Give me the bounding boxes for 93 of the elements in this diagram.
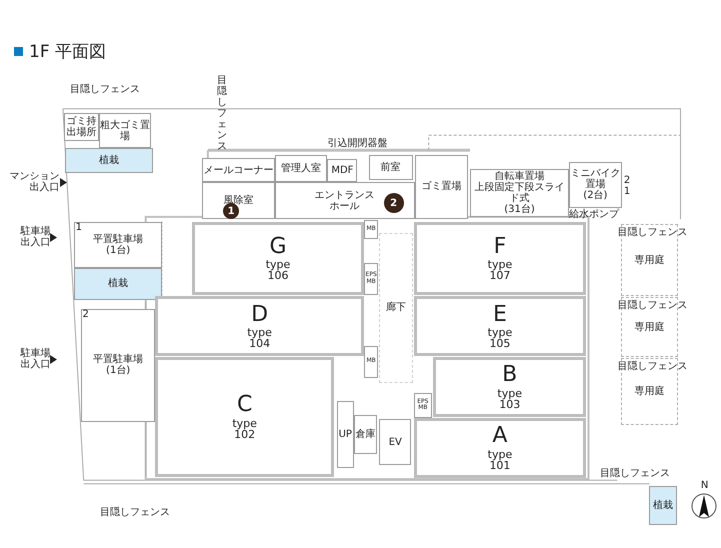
room-label: 上段固定下段スライド式 [473, 182, 566, 204]
room-box [74, 222, 162, 268]
room-label: メールコーナー [203, 164, 274, 176]
plan-label: 1 [76, 222, 83, 232]
shaft-box [364, 262, 378, 296]
plan-label: マンション出入口 [8, 170, 60, 193]
room-label: エントランスホール [314, 190, 376, 212]
unit-type: type 105 [486, 326, 514, 350]
unit-letter: A [492, 424, 508, 449]
plan-label: 目隠しフェンス [600, 468, 671, 479]
room-box [202, 158, 275, 182]
plan-label: 目隠しフェンス [100, 506, 171, 518]
apartment-unit [192, 222, 364, 296]
plan-label: 駐車場出入口 [19, 348, 50, 370]
apartment-unit [414, 222, 586, 296]
planting-area [65, 148, 153, 174]
room-box [327, 159, 358, 182]
room-box [274, 182, 415, 220]
space-number: 2 [624, 174, 630, 186]
page-title: 1F 平面図 [29, 41, 106, 63]
unit-letter: E [492, 302, 507, 327]
shaft-box [414, 392, 432, 418]
room-box [414, 154, 468, 220]
room-label: (2台) [583, 190, 608, 202]
unit-type: type 103 [496, 388, 523, 411]
room-label: 平置駐車場 [93, 354, 144, 366]
plan-label: 目隠しフェンス [617, 227, 688, 238]
room-label: (1台) [106, 365, 130, 376]
room-label: (1台) [106, 244, 130, 256]
unit-type: type 101 [486, 448, 514, 472]
unit-letter: C [236, 393, 252, 418]
private-garden [620, 224, 678, 296]
unit-type: type 102 [231, 418, 258, 441]
planting-area [74, 268, 162, 300]
room-label: 専用庭 [634, 254, 664, 266]
number-badge: 1 [223, 203, 240, 220]
room-box [81, 308, 155, 422]
room-box [354, 414, 377, 454]
plan-label: 目隠しフェンス [217, 75, 228, 152]
plan-label: 駐車場出入口 [19, 226, 50, 248]
room-box [202, 182, 275, 220]
room-label: ゴミ置場 [421, 181, 462, 192]
room-label: 平置駐車場 [93, 234, 144, 244]
room-label: MDF [331, 165, 354, 176]
room-label: 管理人室 [280, 163, 321, 174]
room-label: 植栽 [98, 155, 119, 166]
unit-letter: B [502, 363, 518, 388]
apartment-unit [154, 357, 334, 477]
plan-label: 給水ポンプ [568, 208, 620, 220]
room-label: (31台) [504, 204, 535, 215]
plan-label: 目隠しフェンス [617, 360, 688, 372]
corridor-area [379, 233, 413, 382]
room-label: ゴミ持出場所 [65, 116, 98, 138]
unit-letter: F [494, 234, 506, 259]
room-label: 粗大ゴミ置場 [100, 120, 150, 142]
unit-type: type 107 [486, 258, 514, 282]
room-label: 前室 [380, 162, 401, 173]
apartment-unit [414, 296, 586, 356]
private-garden [620, 297, 678, 358]
apartment-unit [414, 418, 586, 478]
unit-letter: G [269, 234, 287, 259]
unit-type: type 106 [264, 258, 292, 282]
room-box [379, 419, 412, 466]
room-label: ミニバイク置場 [570, 168, 621, 190]
apartment-unit [433, 357, 586, 417]
room-box [274, 154, 328, 182]
shaft-box [364, 346, 378, 378]
room-label: UP [338, 428, 352, 440]
plan-label: 2 [82, 308, 90, 320]
shaft-box [364, 220, 378, 239]
room-box [470, 168, 569, 217]
room-label: 廊下 [386, 302, 406, 314]
room-label: 専用庭 [634, 322, 664, 333]
plan-label: 引込開閉器盤 [327, 138, 388, 149]
room-label: EV [388, 436, 402, 448]
room-label: 専用庭 [634, 386, 664, 398]
plan-label: 目隠しフェンス [617, 300, 688, 311]
room-box [368, 154, 413, 180]
north-label: N [700, 480, 710, 492]
apartment-unit [154, 296, 364, 356]
number-badge: 2 [384, 193, 404, 214]
planting-area [649, 486, 678, 526]
room-label: 植栽 [653, 500, 674, 512]
room-label: 自転車置場 [494, 170, 544, 182]
plan-label: 目隠しフェンス [70, 84, 141, 94]
unit-letter: D [251, 302, 268, 327]
room-label: 倉庫 [355, 428, 376, 440]
room-box [98, 113, 152, 148]
private-garden [620, 358, 678, 426]
room-box [336, 400, 354, 468]
room-label: 植栽 [108, 278, 128, 290]
space-number: 1 [624, 186, 630, 197]
unit-type: type 104 [246, 326, 273, 350]
